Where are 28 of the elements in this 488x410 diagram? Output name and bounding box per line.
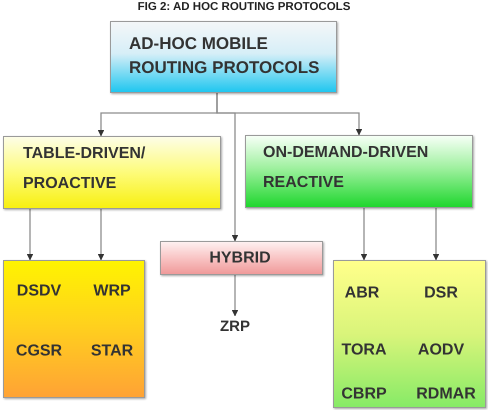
- box-label: HYBRID: [209, 248, 271, 268]
- arrow: [216, 93, 362, 136]
- protocol-name: DSDV: [16, 281, 62, 301]
- category-box: [3, 136, 221, 209]
- box-label: ON-DEMAND-DRIVEN REACTIVE: [263, 143, 430, 193]
- protocol-list-box: [3, 260, 145, 398]
- protocol-list-box: [333, 260, 486, 408]
- protocol-name: DSR: [424, 283, 458, 303]
- arrow: [432, 208, 440, 260]
- protocol-name: TORA: [341, 340, 387, 360]
- category-box: [160, 241, 323, 275]
- protocol-name: CBRP: [341, 384, 387, 404]
- arrow: [232, 275, 238, 316]
- protocol-name: WRP: [93, 281, 131, 301]
- protocol-name: ABR: [344, 283, 380, 303]
- root-category-box: [110, 21, 337, 93]
- box-label: TABLE-DRIVEN/ PROACTIVE: [23, 144, 146, 194]
- box-label: AD-HOC MOBILE ROUTING PROTOCOLS: [129, 33, 320, 79]
- arrow: [26, 209, 34, 260]
- arrow: [360, 208, 368, 260]
- protocol-name: STAR: [90, 341, 134, 361]
- arrow: [98, 209, 104, 260]
- figure-title: FIG 2: AD HOC ROUTING PROTOCOLS: [138, 1, 350, 14]
- protocol-name: AODV: [418, 340, 464, 360]
- protocol-name: ZRP: [212, 316, 258, 338]
- category-box: [245, 135, 473, 208]
- protocol-name: RDMAR: [416, 384, 476, 404]
- protocol-name: CGSR: [16, 341, 62, 361]
